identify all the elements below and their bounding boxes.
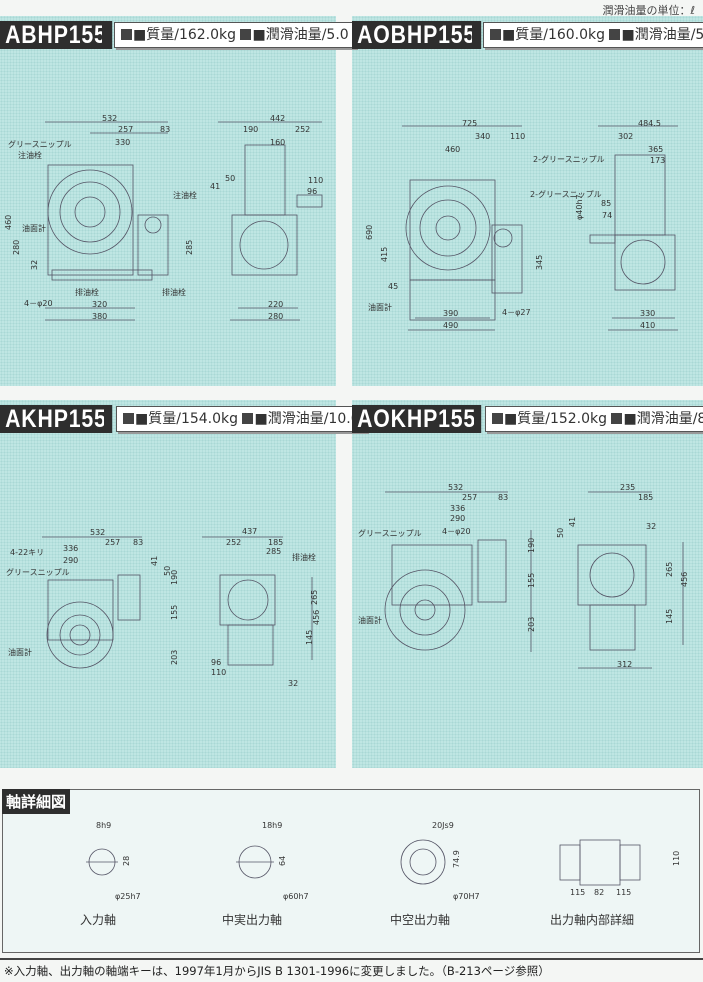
abhp-front-view xyxy=(45,121,169,321)
footnote: ※入力軸、出力軸の軸端キーは、1997年1月からJIS B 1301-1996に… xyxy=(4,964,550,978)
panel-aobhp155 xyxy=(352,16,703,386)
spec-box: ■質量/152.0kg ■潤滑油量/8.6 xyxy=(485,406,703,432)
weight: ■質量/160.0kg xyxy=(502,27,606,43)
akhp-front-view xyxy=(42,536,142,669)
aokhp-side-view xyxy=(577,491,684,669)
spec-box: ■質量/160.0kg ■潤滑油量/5.0 xyxy=(483,22,703,48)
divider xyxy=(104,405,109,433)
oil-amount: ■潤滑油量/5.0 xyxy=(252,27,349,43)
shaft-label-output-internal: 出力軸内部詳細 xyxy=(550,913,635,927)
spec-box: ■質量/154.0kg ■潤滑油量/10.0 xyxy=(116,406,367,432)
weight: ■質量/152.0kg xyxy=(504,411,608,427)
oil-unit-note: 潤滑油量の単位：ℓ xyxy=(602,4,695,17)
model-title: AOKHP155 xyxy=(352,405,482,433)
model-title: AOBHP155 xyxy=(352,21,482,49)
model-title: AKHP155 xyxy=(0,405,112,433)
oil-amount: ■潤滑油量/8.6 xyxy=(623,411,703,427)
shaft-label-solid-output: 中実出力軸 xyxy=(222,913,283,927)
divider xyxy=(474,405,479,433)
shaft-label-hollow-output: 中空出力軸 xyxy=(390,913,451,927)
abhp-side-view xyxy=(218,121,323,321)
model-title: ABHP155 xyxy=(0,21,112,49)
shaft-detail-title: 軸詳細図 xyxy=(2,789,71,814)
divider xyxy=(0,958,703,960)
divider xyxy=(472,21,477,49)
panel-aokhp155 xyxy=(352,400,703,768)
aobhp-front-view xyxy=(402,125,523,331)
weight: ■質量/162.0kg xyxy=(133,27,237,43)
aobhp-side-view xyxy=(589,125,678,331)
shaft-label-input: 入力軸 xyxy=(80,913,117,927)
spec-box: ■質量/162.0kg ■潤滑油量/5.0 xyxy=(114,22,356,48)
divider xyxy=(102,21,107,49)
panel-abhp155 xyxy=(0,16,336,386)
aokhp-front-view xyxy=(384,491,532,652)
panel-akhp155 xyxy=(0,400,336,768)
akhp-side-view xyxy=(202,536,313,666)
weight: ■質量/154.0kg xyxy=(135,411,239,427)
oil-amount: ■潤滑油量/10.0 xyxy=(254,411,360,427)
oil-amount: ■潤滑油量/5.0 xyxy=(621,27,703,43)
shaft-detail-box xyxy=(2,789,700,953)
